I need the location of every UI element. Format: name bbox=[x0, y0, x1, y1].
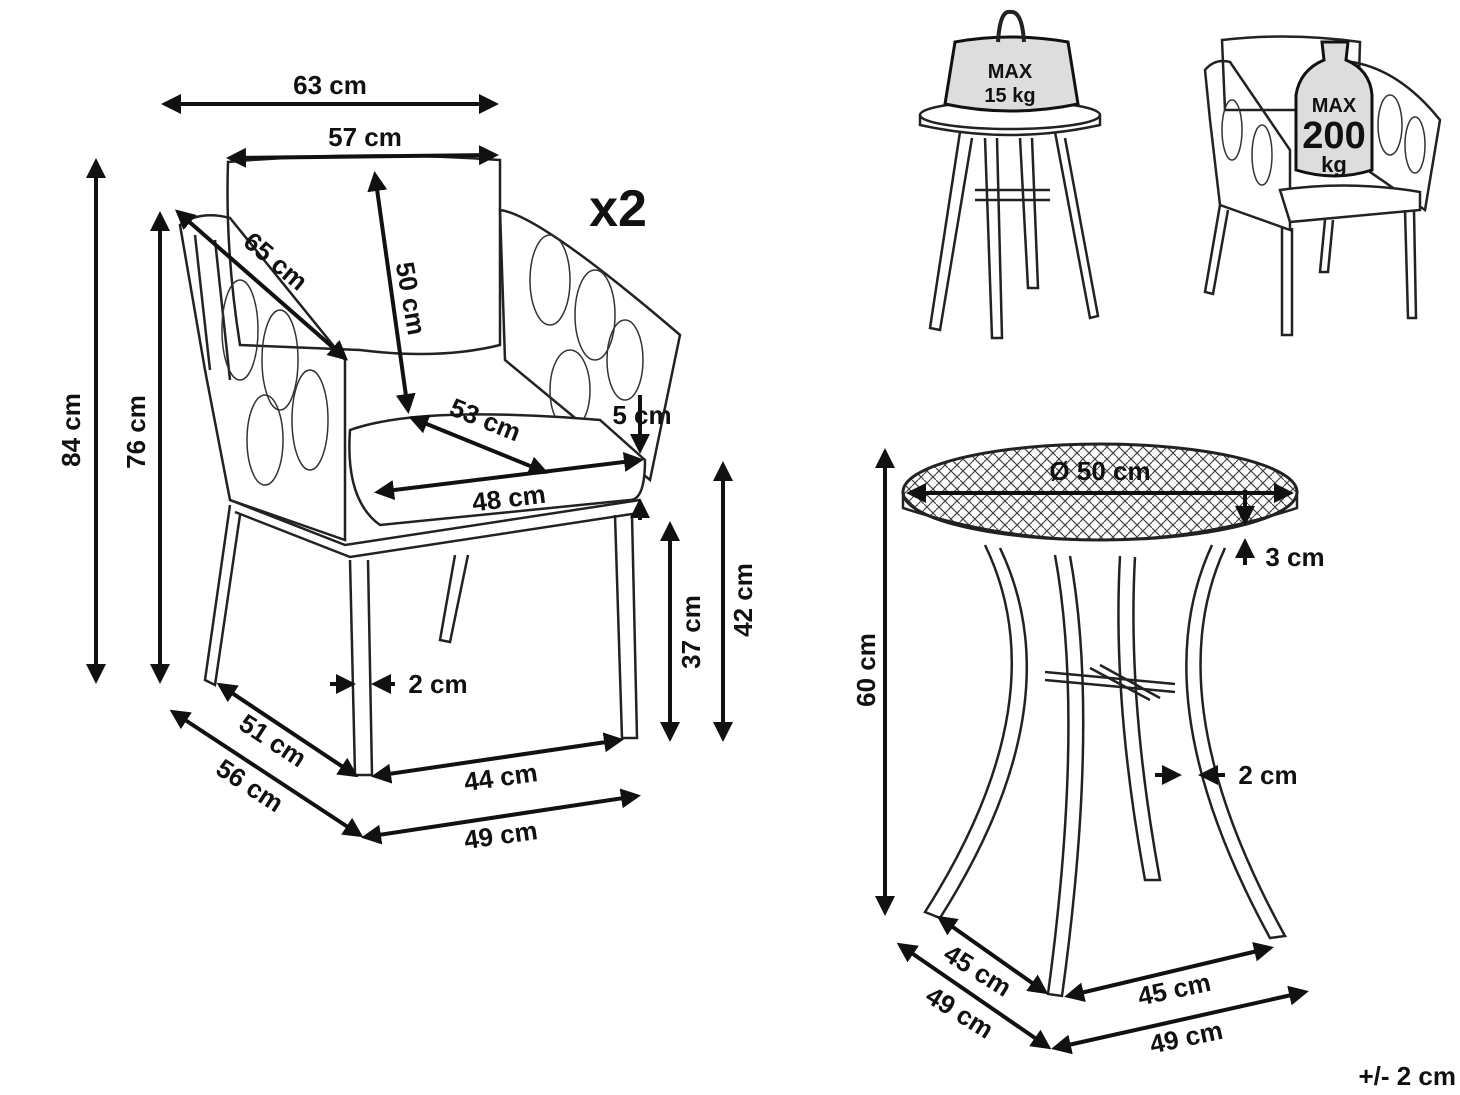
weight-icon bbox=[1294, 40, 1374, 178]
table-diameter-label: Ø 50 cm bbox=[1049, 456, 1150, 486]
table-height-label: 60 cm bbox=[851, 633, 881, 707]
table-leg-width-label: 45 cm bbox=[1135, 967, 1213, 1012]
weight-icon bbox=[943, 35, 1080, 113]
table-load-illustration bbox=[918, 9, 1102, 340]
table-width-label: 49 cm bbox=[1147, 1015, 1225, 1060]
table-illustration bbox=[901, 442, 1299, 998]
table-leg-diameter-label: 2 cm bbox=[1238, 760, 1297, 790]
chair-max-load-line2: 200 bbox=[1302, 115, 1365, 157]
chair-max-load-line1: MAX bbox=[1312, 95, 1357, 117]
table-top-thickness-label: 3 cm bbox=[1265, 542, 1324, 572]
table-max-load-line2: 15 kg bbox=[984, 85, 1035, 107]
chair-leg-depth-label: 51 cm bbox=[234, 708, 312, 773]
chair-leg-height-label: 37 cm bbox=[676, 595, 706, 669]
table-max-load-line1: MAX bbox=[988, 61, 1033, 83]
chair-dimension-arrows bbox=[86, 94, 733, 845]
chair-back-height-label: 76 cm bbox=[121, 395, 151, 469]
chair-total-height-label: 84 cm bbox=[56, 393, 86, 467]
quantity-multiplier: x2 bbox=[589, 180, 647, 238]
chair-cushion-thickness-label: 5 cm bbox=[612, 400, 671, 430]
chair-max-load-line3: kg bbox=[1321, 152, 1347, 177]
chair-load-illustration bbox=[1203, 35, 1442, 337]
table-dimension-arrows bbox=[875, 448, 1309, 1055]
chair-seat-height-label: 42 cm bbox=[728, 563, 758, 637]
tolerance-note: +/- 2 cm bbox=[1358, 1061, 1456, 1091]
chair-overall-width-label: 63 cm bbox=[293, 70, 367, 100]
chair-inner-width-label: 57 cm bbox=[328, 122, 402, 152]
chair-leg-diameter-label: 2 cm bbox=[408, 669, 467, 699]
